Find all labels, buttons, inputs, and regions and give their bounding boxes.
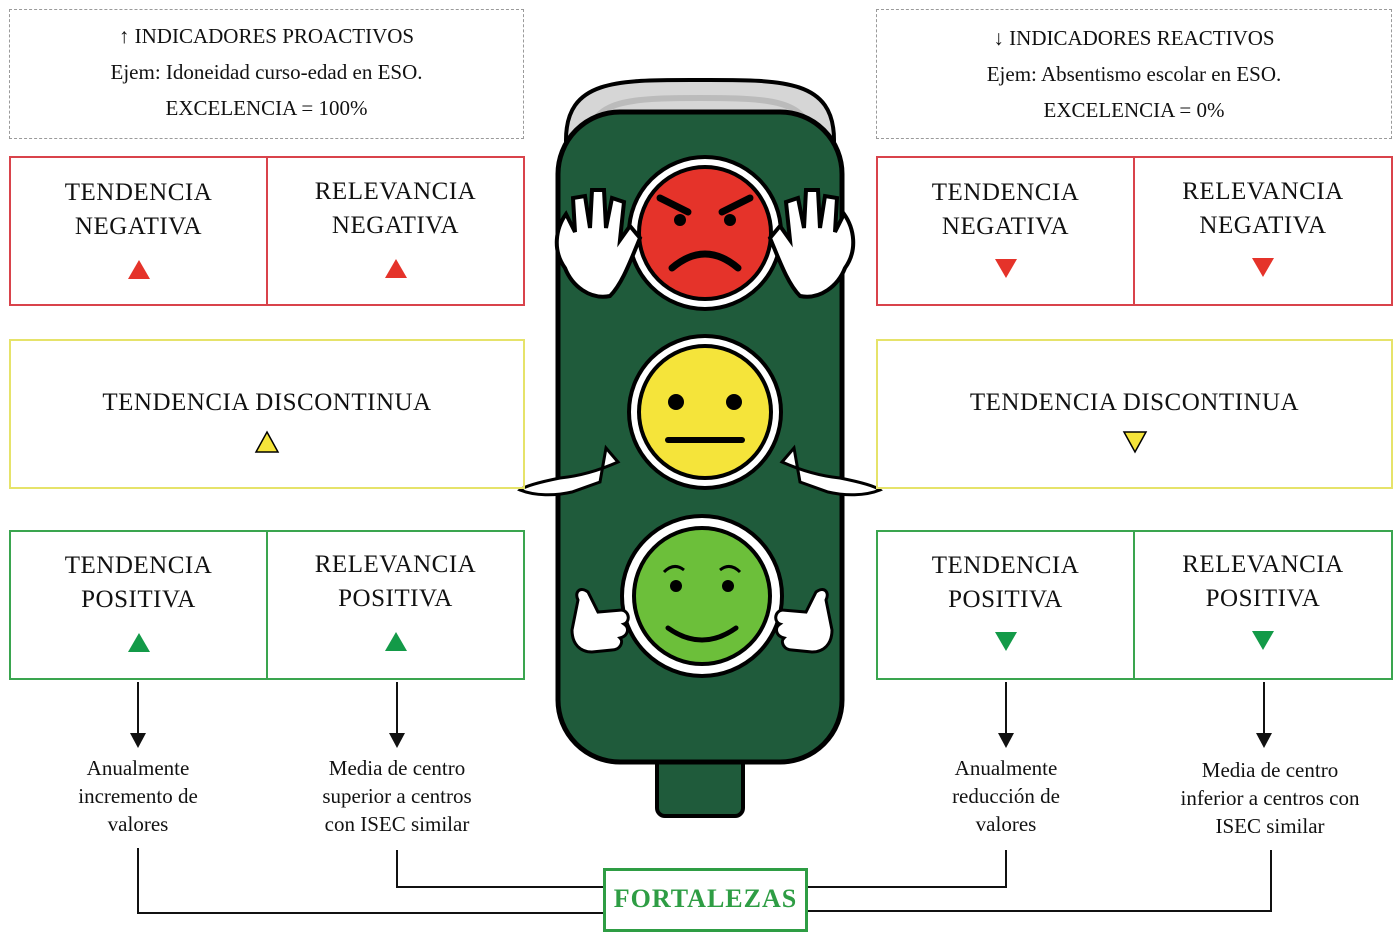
reactive-header: ↓ INDICADORES REACTIVOS Ejem: Absentismo… [876,9,1392,139]
right-tendency-note: Anualmente reducción de valores [952,756,1060,836]
triangle-up-icon [384,259,407,278]
right-relevance-note: Media de centro inferior a centros con I… [1180,758,1360,838]
left-tendency-negative: TENDENCIA NEGATIVA [9,156,268,306]
triangle-down-outline-icon [1122,431,1147,454]
reactive-excellence: EXCELENCIA = 0% [1043,98,1225,122]
fortalezas-label: FORTALEZAS [603,868,808,932]
left-relevance-negative: RELEVANCIA NEGATIVA [266,156,525,306]
triangle-up-icon [127,260,150,279]
left-relevance-note: Media de centro superior a centros con I… [322,756,472,836]
arrow-up-icon: ↑ [118,24,130,48]
triangle-down-icon [994,632,1017,651]
hand-icon [554,188,856,299]
reactive-example: Ejem: Absentismo escolar en ESO. [986,62,1282,86]
proactive-title: ↑ INDICADORES PROACTIVOS [118,24,415,48]
triangle-up-icon [127,633,150,652]
hand-icon [517,444,883,497]
proactive-example: Ejem: Idoneidad curso-edad en ESO. [110,60,423,84]
right-relevance-negative: RELEVANCIA NEGATIVA [1133,156,1393,306]
proactive-excellence: EXCELENCIA = 100% [165,96,368,120]
triangle-down-icon [1252,631,1274,650]
left-relevance-positive: RELEVANCIA POSITIVA [266,530,525,680]
reactive-title: ↓ INDICADORES REACTIVOS [993,26,1275,50]
arrow-down-icon: ↓ [993,26,1004,50]
angry-face-icon [627,155,783,311]
triangle-up-outline-icon [254,430,280,453]
triangle-down-icon [1252,258,1274,277]
happy-face-icon [620,514,784,678]
left-tendency-note: Anualmente incremento de valores [78,756,198,836]
triangle-up-icon [384,632,407,651]
left-tendency-discontinuous: TENDENCIA DISCONTINUA [9,339,525,489]
right-relevance-positive: RELEVANCIA POSITIVA [1133,530,1393,680]
right-tendency-discontinuous: TENDENCIA DISCONTINUA [876,339,1393,489]
left-tendency-positive: TENDENCIA POSITIVA [9,530,268,680]
proactive-header: ↑ INDICADORES PROACTIVOS Ejem: Idoneidad… [9,9,524,139]
right-tendency-positive: TENDENCIA POSITIVA [876,530,1135,680]
thumbs-up-icon [570,588,834,654]
right-tendency-negative: TENDENCIA NEGATIVA [876,156,1135,306]
neutral-face-icon [627,334,783,490]
triangle-down-icon [994,259,1017,278]
